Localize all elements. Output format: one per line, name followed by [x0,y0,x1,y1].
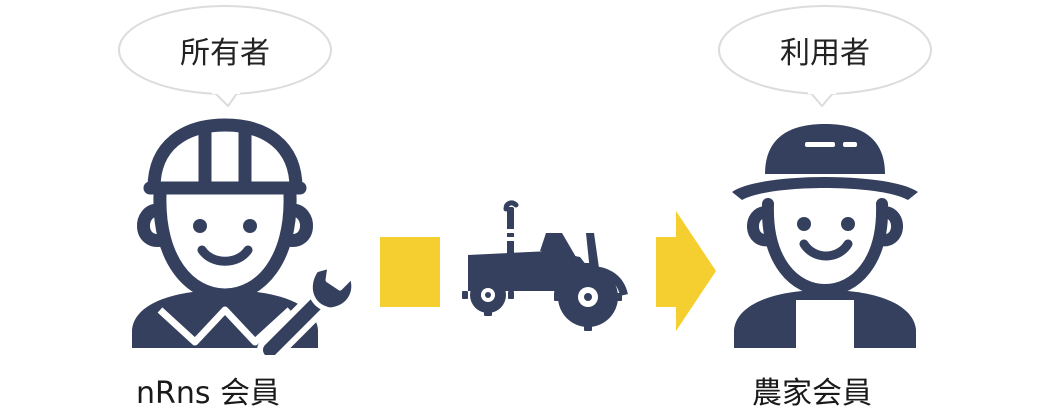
owner-label: 所有者 [180,36,270,71]
speech-bubble-shape [718,5,932,107]
accent-block [380,237,440,307]
user-speech-bubble: 利用者 [710,0,940,112]
arrow-right-icon [656,211,716,331]
wrench-icon [257,263,357,355]
owner-caption: nRns 会員 [136,376,281,411]
speech-bubble-shape [118,5,332,107]
transfer-flow [380,200,716,331]
mechanic-icon [132,118,357,355]
user-caption: 農家会員 [752,376,872,411]
user-label: 利用者 [780,36,870,71]
tractor-icon [462,200,628,331]
farmer-icon [732,124,918,348]
owner-speech-bubble: 所有者 [110,0,340,112]
